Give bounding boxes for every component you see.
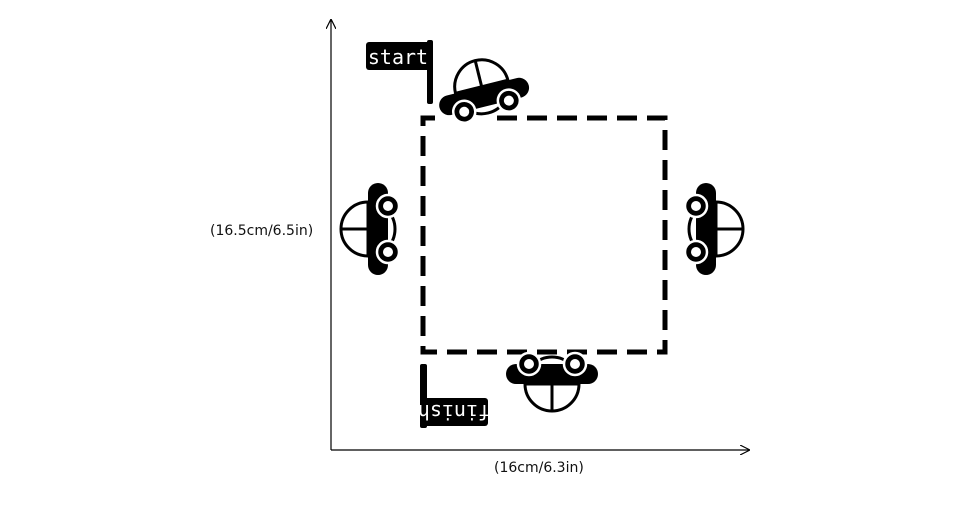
start-flag-label: start — [368, 45, 428, 69]
car-icon — [683, 181, 745, 277]
finish-flag-icon: finish — [418, 364, 490, 428]
car-icon — [504, 351, 600, 413]
car-icon — [339, 181, 401, 277]
start-flag-icon: start — [366, 40, 433, 104]
width-dimension-label: (16cm/6.3in) — [494, 460, 584, 476]
height-dimension-label: (16.5cm/6.5in) — [210, 223, 314, 239]
finish-flag-label: finish — [418, 400, 490, 424]
dashed-track — [420, 115, 668, 355]
car-icon — [429, 47, 536, 130]
